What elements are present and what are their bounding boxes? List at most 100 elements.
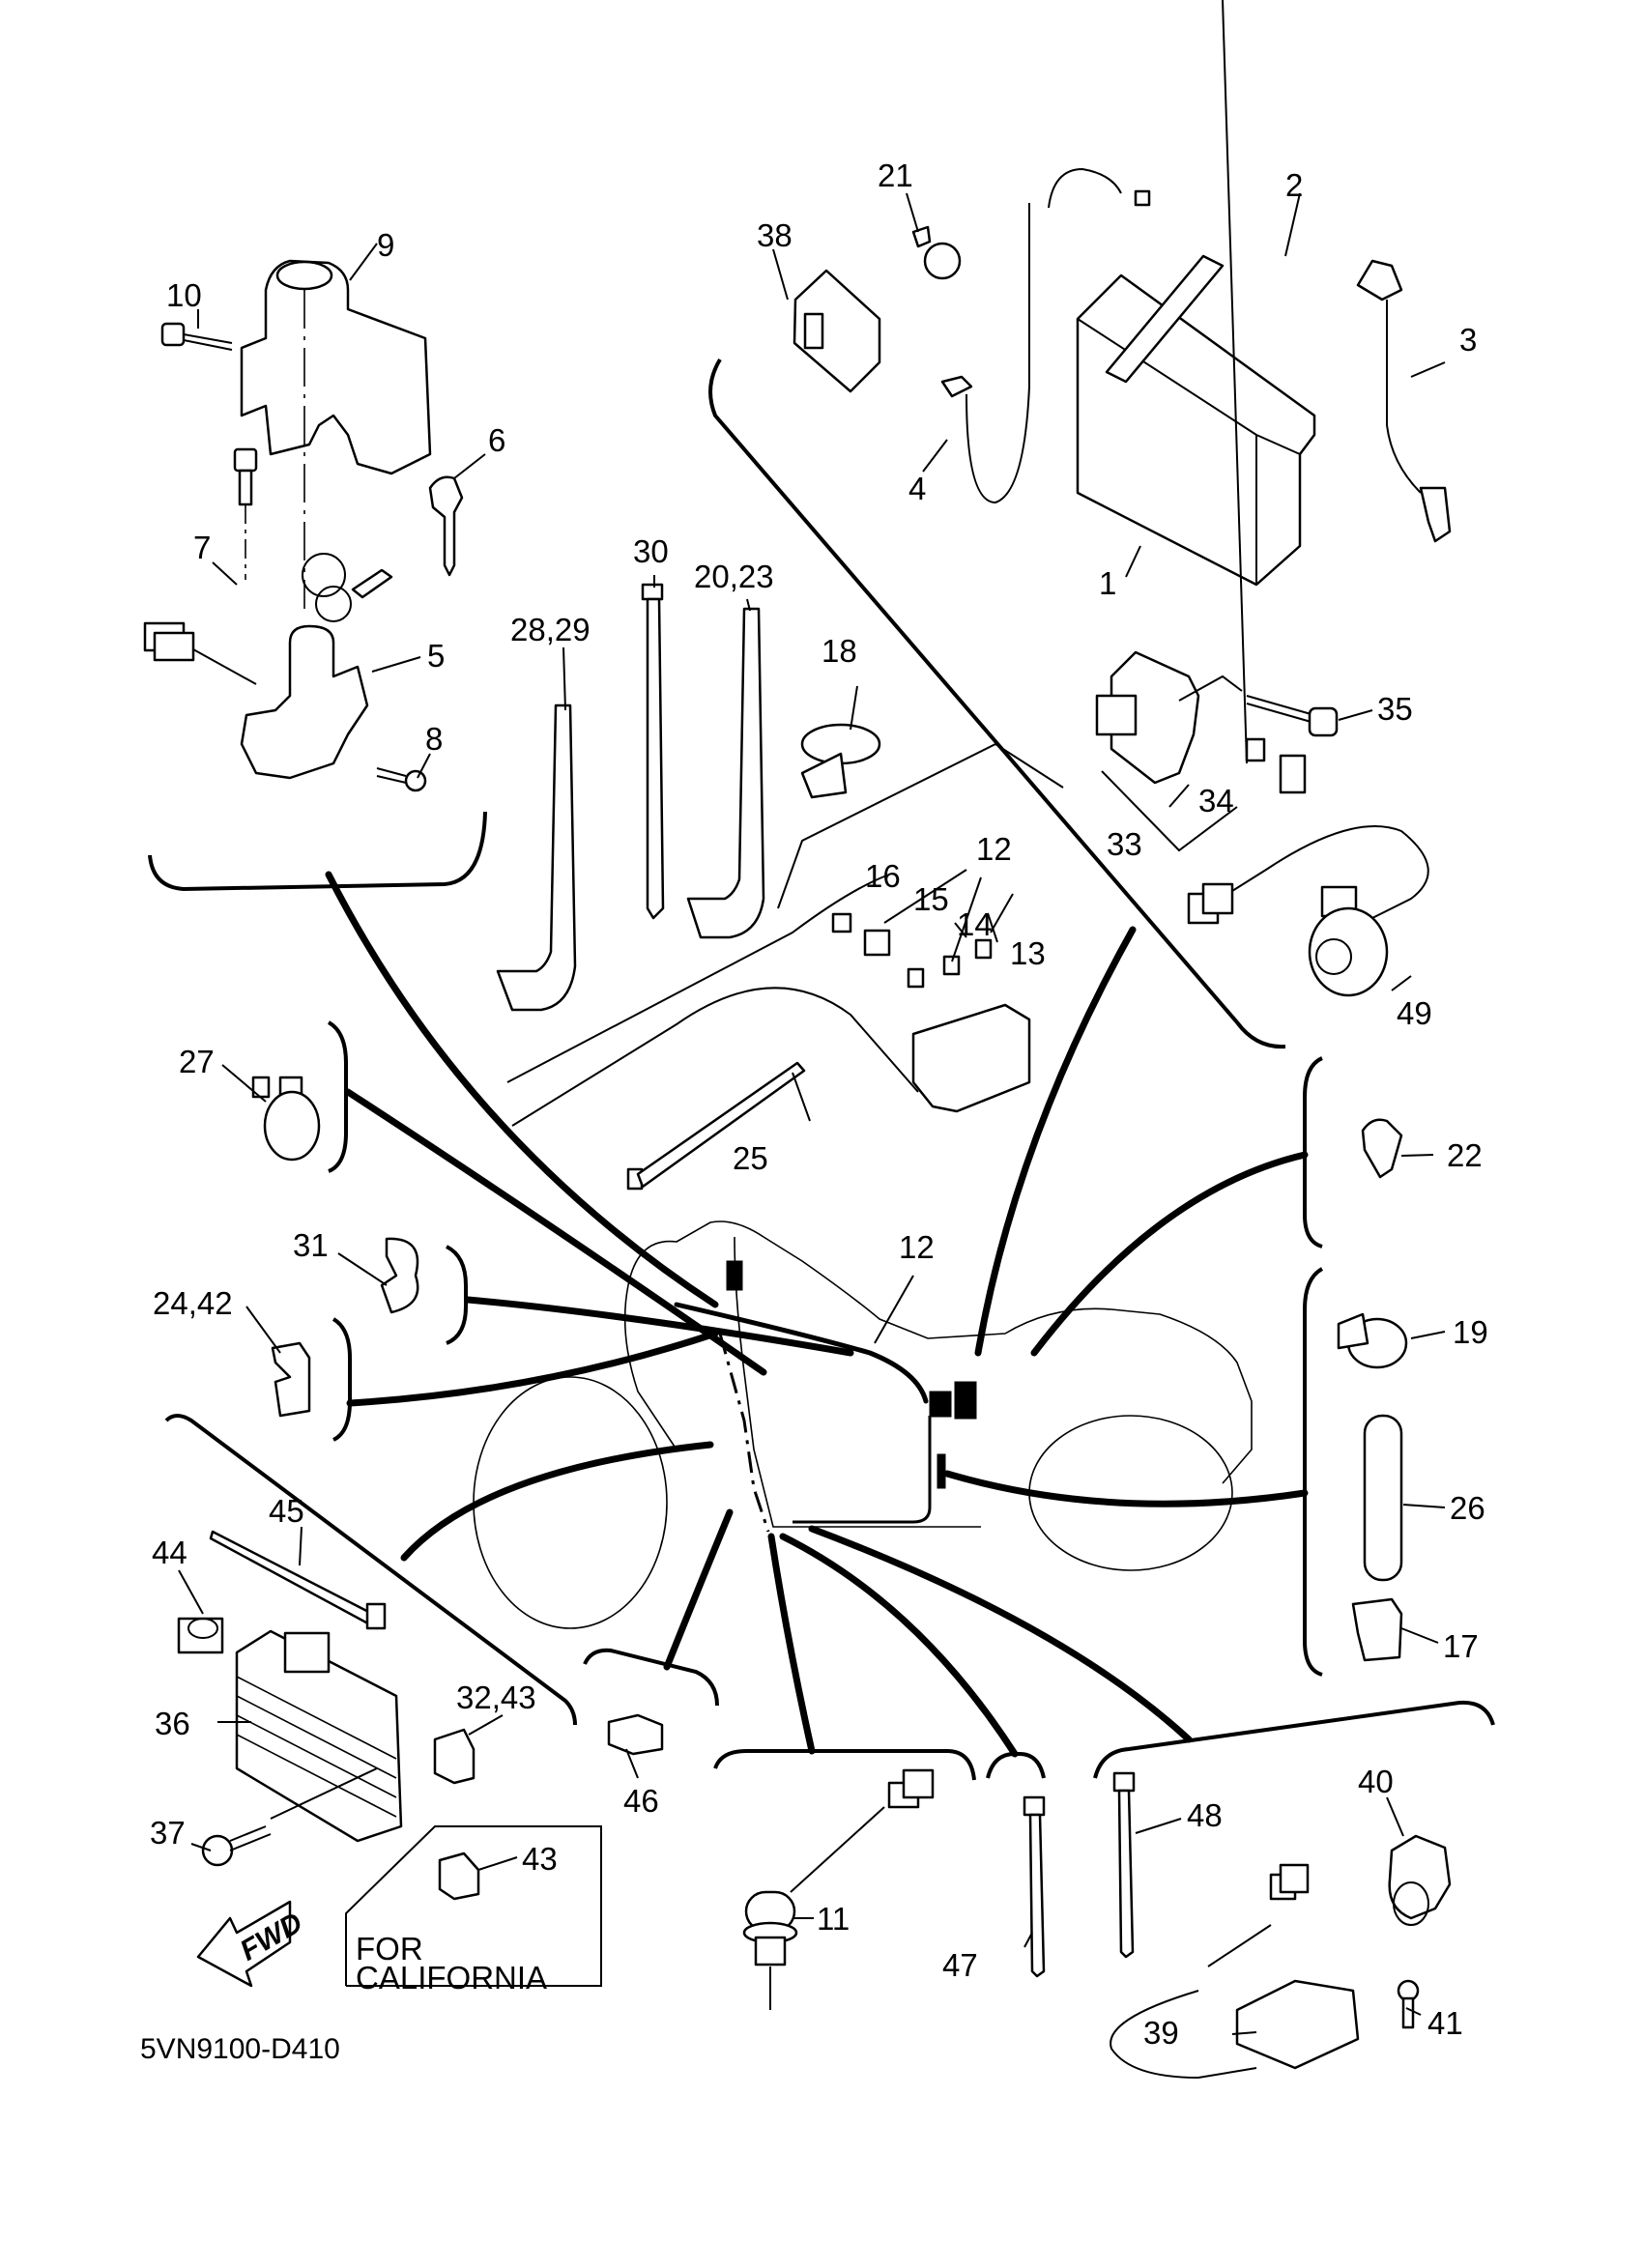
- part-2-battery-band[interactable]: [1105, 254, 1225, 384]
- part-41-screw[interactable]: [1397, 1979, 1420, 2029]
- california-note-box: [345, 1825, 602, 1987]
- frame-clamp-27: [327, 1020, 348, 1173]
- part-40-cover[interactable]: [1388, 1834, 1452, 1926]
- callout-33: 33: [1107, 826, 1142, 862]
- callout-49: 49: [1397, 995, 1432, 1031]
- part-27-clamp[interactable]: [251, 1076, 321, 1162]
- part-18-clamp[interactable]: [800, 723, 881, 799]
- frame-clamp-2442: [331, 1317, 352, 1442]
- callout-5: 5: [427, 638, 445, 674]
- part-12-wire-harness-detail[interactable]: [506, 742, 1064, 1127]
- leader-main-switch: [325, 871, 719, 1308]
- part-31-clamp[interactable]: [380, 1237, 419, 1314]
- frame-battery-group: [708, 358, 1286, 1049]
- callout-41: 41: [1427, 2005, 1463, 2041]
- part-19-clamp[interactable]: [1337, 1312, 1408, 1369]
- part-30-band[interactable]: [641, 583, 665, 920]
- part-44-clamp[interactable]: [177, 1617, 224, 1654]
- callout-9: 9: [377, 227, 394, 263]
- frame-main-switch-group: [148, 811, 487, 892]
- part-11-thermo-switch[interactable]: [742, 1768, 935, 2010]
- part-2023-band[interactable]: [686, 607, 765, 939]
- part-6-key[interactable]: [428, 475, 464, 577]
- part-22-clamp[interactable]: [1361, 1118, 1403, 1179]
- callout-12-bike: 12: [899, 1229, 935, 1265]
- callout-18: 18: [822, 633, 857, 669]
- part-25-band[interactable]: [626, 1061, 806, 1191]
- frame-clamp-19-26-17: [1303, 1267, 1324, 1677]
- callout-13: 13: [1010, 935, 1046, 971]
- leader-47: [779, 1533, 1019, 1758]
- callout-26: 26: [1450, 1490, 1485, 1526]
- callout-45: 45: [269, 1493, 304, 1529]
- part-46-clamp[interactable]: [607, 1713, 664, 1756]
- part-2442-clamp[interactable]: [271, 1341, 311, 1418]
- frame-clamp-46: [583, 1648, 719, 1707]
- california-note-line1: FOR: [356, 1931, 423, 1967]
- leader-46: [663, 1508, 734, 1671]
- drawing-code: 5VN9100-D410: [140, 2033, 340, 2065]
- part-49-switch[interactable]: [1187, 825, 1429, 997]
- callout-43: 43: [522, 1841, 558, 1877]
- part-4-negative-lead[interactable]: [940, 167, 1151, 504]
- part-36-rectifier-regulator[interactable]: [235, 1629, 403, 1843]
- california-note-line2: CALIFORNIA: [356, 1960, 547, 1995]
- callout-34: 34: [1198, 783, 1234, 818]
- callout-19: 19: [1453, 1314, 1488, 1350]
- callout-labels: 9 10 6 7 5 8 21 38 2 3 4 1 30 20,23 28,2…: [150, 158, 1488, 2051]
- part-37-bolt[interactable]: [201, 1767, 378, 1867]
- part-3-battery-lead[interactable]: [1356, 259, 1452, 543]
- wire-harness-route: [674, 1260, 977, 1533]
- part-3243-clamp[interactable]: [433, 1728, 476, 1785]
- callout-2023: 20,23: [694, 559, 774, 594]
- callout-40: 40: [1358, 1764, 1394, 1799]
- callout-4: 4: [908, 471, 926, 506]
- callout-48: 48: [1187, 1797, 1223, 1833]
- callout-46: 46: [623, 1783, 659, 1819]
- part-17-clamp[interactable]: [1351, 1597, 1403, 1662]
- part-8-screw[interactable]: [376, 767, 427, 792]
- part-34-fuse[interactable]: [1245, 737, 1307, 794]
- part-33-starter-relay[interactable]: [1095, 650, 1243, 852]
- callout-2829: 28,29: [510, 612, 591, 647]
- leader-26: [943, 1470, 1309, 1507]
- callout-22: 22: [1447, 1137, 1483, 1173]
- part-35-bolt[interactable]: [1246, 695, 1339, 737]
- frame-thermo-switch: [713, 1749, 976, 1781]
- part-2829-band[interactable]: [496, 703, 577, 1012]
- part-38-relay[interactable]: [793, 269, 881, 393]
- callout-15: 15: [913, 881, 949, 917]
- part-47-band[interactable]: [1023, 1795, 1046, 1978]
- callout-31: 31: [293, 1227, 329, 1263]
- part-7-bolt[interactable]: [233, 447, 258, 580]
- leader-48: [808, 1525, 1193, 1743]
- part-48-band[interactable]: [1112, 1771, 1136, 1959]
- part-10-bolt[interactable]: [160, 322, 233, 351]
- part-5-main-switch[interactable]: [143, 553, 393, 780]
- callout-14: 14: [957, 906, 993, 942]
- part-9-switch-cover[interactable]: [240, 259, 432, 609]
- part-21-clamp[interactable]: [911, 225, 962, 280]
- callout-47: 47: [942, 1947, 978, 1983]
- callout-37: 37: [150, 1815, 186, 1851]
- leader-11: [767, 1533, 816, 1755]
- callout-44: 44: [152, 1535, 187, 1570]
- callout-27: 27: [179, 1044, 215, 1079]
- callout-21: 21: [878, 158, 913, 193]
- callout-17: 17: [1443, 1628, 1479, 1664]
- leader-2442: [346, 1330, 719, 1407]
- part-26-stud[interactable]: [1363, 1414, 1403, 1582]
- callout-25: 25: [733, 1140, 768, 1176]
- callout-30: 30: [633, 533, 669, 569]
- leader-battery: [974, 926, 1137, 1357]
- frame-band-47: [986, 1752, 1046, 1779]
- part-1-battery[interactable]: [1076, 273, 1316, 587]
- leader-31: [464, 1296, 854, 1357]
- motorcycle-outline: [473, 1220, 1253, 1629]
- callout-16: 16: [865, 858, 901, 894]
- callout-2442: 24,42: [153, 1285, 233, 1321]
- part-45-band[interactable]: [209, 1530, 387, 1630]
- part-39-sensor[interactable]: [1110, 1863, 1360, 2080]
- leader-lines: [178, 0, 1446, 2035]
